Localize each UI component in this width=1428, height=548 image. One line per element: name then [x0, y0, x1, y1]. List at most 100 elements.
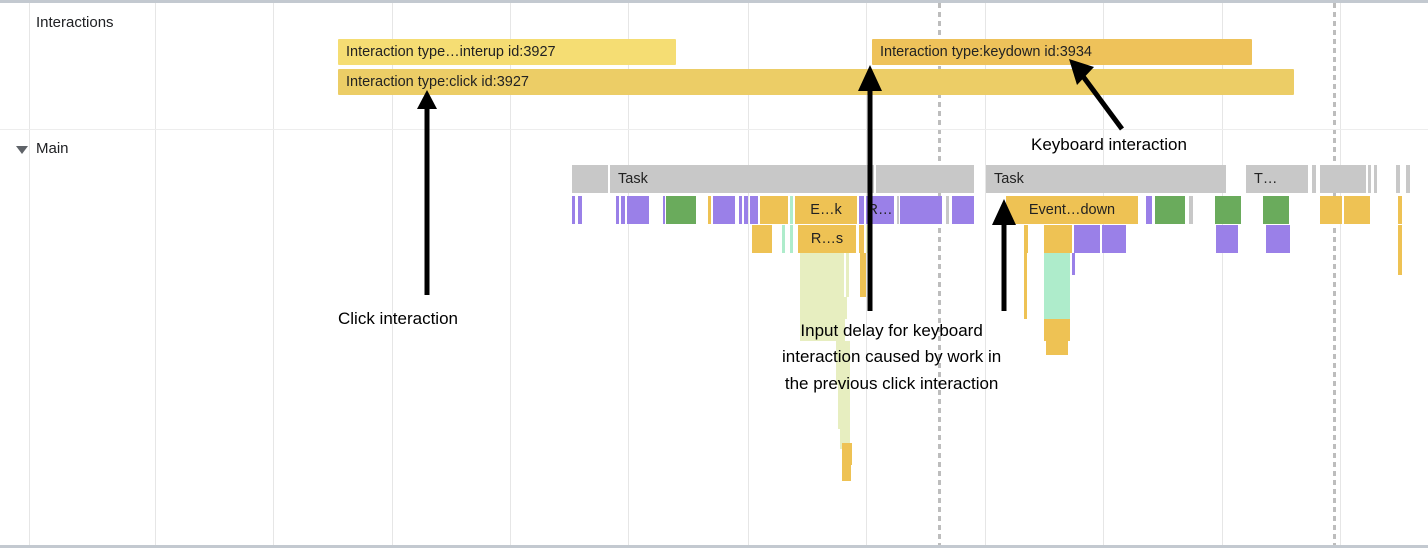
flame-bar[interactable]: [1266, 225, 1290, 253]
flame-bar[interactable]: [1044, 297, 1070, 319]
task-bar-unlabeled[interactable]: [1396, 165, 1400, 193]
flame-bar[interactable]: [708, 196, 711, 224]
flame-bar[interactable]: [897, 196, 899, 224]
flame-bar[interactable]: [842, 459, 851, 481]
flame-bar-labeled[interactable]: Event…down: [1006, 196, 1138, 224]
task-bar-unlabeled[interactable]: [1368, 165, 1371, 193]
flame-bar[interactable]: [1189, 196, 1193, 224]
flame-bar[interactable]: [752, 225, 772, 253]
click-arrow: [417, 90, 437, 295]
gridline-6: [748, 3, 749, 545]
flame-bar[interactable]: [744, 196, 748, 224]
flame-bar[interactable]: [843, 297, 847, 319]
gridline-5: [628, 3, 629, 545]
flame-bar-labeled[interactable]: R…: [866, 196, 894, 224]
flame-bar[interactable]: [1024, 253, 1027, 275]
flame-bar[interactable]: [790, 196, 793, 224]
marker-line-1: [1333, 3, 1336, 545]
flame-bar[interactable]: [1044, 275, 1070, 297]
flame-bar[interactable]: [663, 196, 665, 224]
flame-bar[interactable]: [840, 427, 850, 449]
task-bar-unlabeled[interactable]: [876, 165, 974, 193]
flame-bar[interactable]: [859, 225, 864, 253]
flame-bar[interactable]: [800, 253, 844, 275]
flame-bar[interactable]: [666, 196, 696, 224]
flame-bar[interactable]: [1320, 196, 1342, 224]
flame-bar[interactable]: [1398, 225, 1402, 253]
gridline-1: [155, 3, 156, 545]
gridline-10: [1222, 3, 1223, 545]
flame-bar[interactable]: [1072, 253, 1075, 275]
gridline-9: [1103, 3, 1104, 545]
flame-bar[interactable]: [846, 253, 849, 275]
flame-bar-labeled[interactable]: R…s: [798, 225, 856, 253]
flame-bar[interactable]: [800, 297, 844, 319]
flame-bar[interactable]: [1216, 225, 1238, 253]
task-bar-unlabeled[interactable]: [1374, 165, 1377, 193]
flame-bar[interactable]: [842, 443, 852, 465]
flame-bar[interactable]: [1155, 196, 1185, 224]
flame-bar[interactable]: [627, 196, 649, 224]
flame-bar[interactable]: [1102, 225, 1126, 253]
flame-bar[interactable]: [1044, 225, 1072, 253]
flame-bar[interactable]: [838, 407, 850, 429]
flame-bar[interactable]: [1044, 253, 1070, 275]
flame-bar[interactable]: [840, 319, 845, 341]
gridline-3: [392, 3, 393, 545]
flame-bar[interactable]: [860, 275, 866, 297]
flame-bar[interactable]: [952, 196, 974, 224]
flame-bar[interactable]: [1024, 225, 1028, 253]
flame-bar[interactable]: [790, 225, 793, 253]
flame-bar[interactable]: [1074, 225, 1100, 253]
flame-bar[interactable]: [1146, 196, 1152, 224]
flame-bar[interactable]: [782, 225, 785, 253]
flame-bar[interactable]: [846, 275, 849, 297]
flame-bar[interactable]: [616, 196, 619, 224]
flame-bar[interactable]: [836, 341, 850, 363]
interaction-bar-click[interactable]: Interaction type:click id:3927: [338, 69, 1294, 95]
gridline-8: [985, 3, 986, 545]
task-bar-unlabeled[interactable]: [572, 165, 608, 193]
keyboard-interaction-annotation: Keyboard interaction: [1031, 135, 1187, 154]
flame-bar[interactable]: [713, 196, 735, 224]
flame-bar-labeled[interactable]: E…k: [795, 196, 857, 224]
task-bar[interactable]: T…: [1246, 165, 1308, 193]
flame-bar[interactable]: [946, 196, 949, 224]
flame-bar[interactable]: [760, 196, 788, 224]
flame-bar[interactable]: [1215, 196, 1241, 224]
flame-bar[interactable]: [1398, 196, 1402, 224]
flame-bar[interactable]: [859, 196, 864, 224]
task-bar-unlabeled[interactable]: [1406, 165, 1410, 193]
interaction-bar-interup[interactable]: Interaction type…interup id:3927: [338, 39, 676, 65]
interaction-bar-keydown[interactable]: Interaction type:keydown id:3934: [872, 39, 1252, 65]
flame-bar[interactable]: [1263, 196, 1289, 224]
task-bar[interactable]: Task: [986, 165, 1226, 193]
flame-bar[interactable]: [1398, 253, 1402, 275]
task-bar-unlabeled[interactable]: [1320, 165, 1366, 193]
gridline-0: [29, 3, 30, 545]
track-label-interactions[interactable]: Interactions: [36, 14, 114, 31]
task-bar-unlabeled[interactable]: [1312, 165, 1316, 193]
flame-bar[interactable]: [1024, 297, 1027, 319]
track-separator-0: [0, 129, 1428, 130]
flame-bar[interactable]: [860, 253, 866, 275]
flame-bar[interactable]: [800, 319, 844, 341]
gridline-11: [1340, 3, 1341, 545]
flame-bar[interactable]: [739, 196, 742, 224]
flame-bar[interactable]: [621, 196, 625, 224]
flame-bar[interactable]: [1344, 196, 1370, 224]
flame-bar[interactable]: [800, 275, 844, 297]
flame-bar[interactable]: [572, 196, 575, 224]
flame-bar[interactable]: [836, 363, 850, 385]
flame-bar[interactable]: [1024, 275, 1027, 297]
collapse-triangle-icon[interactable]: [16, 146, 28, 154]
task-bar[interactable]: Task: [610, 165, 874, 193]
flame-bar[interactable]: [838, 385, 850, 407]
flame-bar[interactable]: [900, 196, 942, 224]
track-label-main[interactable]: Main: [36, 140, 69, 157]
flame-bar[interactable]: [750, 196, 758, 224]
flame-bar[interactable]: [866, 225, 869, 253]
flame-bar[interactable]: [578, 196, 582, 224]
flame-bar[interactable]: [1046, 333, 1068, 355]
